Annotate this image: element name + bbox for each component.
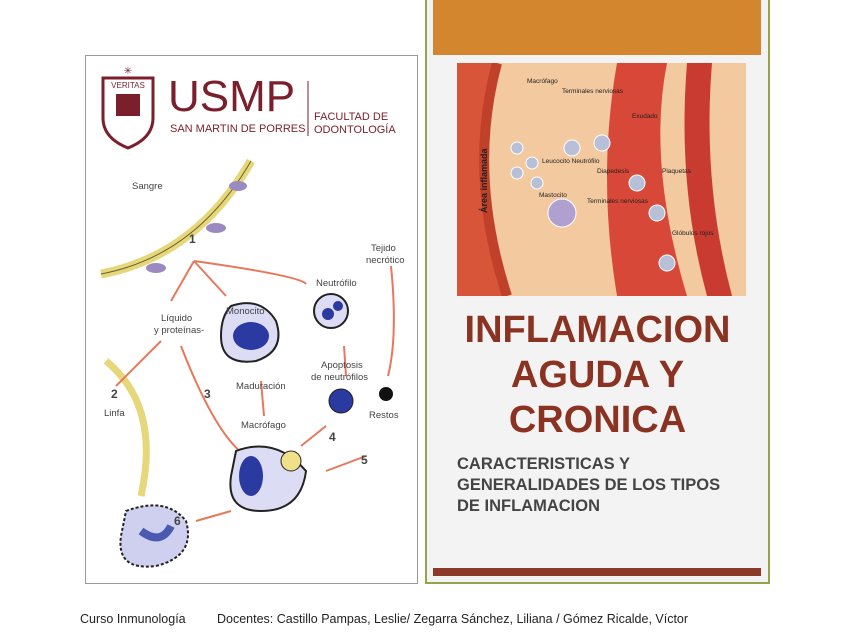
label-neutrofilo: Neutrófilo: [316, 278, 357, 289]
label-macrofago: Macrófago: [241, 420, 286, 431]
label-tejido: Tejido: [371, 243, 396, 254]
footer-course: Curso Inmunología: [80, 612, 186, 626]
svg-text:ODONTOLOGÍA: ODONTOLOGÍA: [314, 123, 396, 136]
svg-text:2: 2: [111, 387, 118, 401]
usmp-logo: VERITAS ✳ USMP SAN MARTIN DE PORRES FACU…: [101, 66, 396, 150]
label-apoptosis: Apoptosis: [321, 360, 363, 371]
svg-text:de neutrófilos: de neutrófilos: [311, 372, 368, 383]
bottom-rule: [433, 568, 761, 576]
svg-text:Área inflamada: Área inflamada: [479, 147, 489, 213]
svg-text:5: 5: [361, 453, 368, 467]
cells: [119, 293, 393, 568]
label-sangre: Sangre: [132, 181, 163, 192]
logo-name: USMP: [168, 72, 295, 121]
svg-text:4: 4: [329, 430, 336, 444]
svg-text:FACULTAD DE: FACULTAD DE: [314, 111, 388, 123]
svg-text:6: 6: [174, 514, 181, 528]
svg-text:Terminales nerviosas: Terminales nerviosas: [587, 198, 649, 205]
svg-text:✳: ✳: [124, 66, 132, 77]
slide-title: INFLAMACION AGUDA Y CRONICA: [464, 309, 731, 441]
photo-label-macrofago: Macrófago: [527, 78, 558, 85]
slide-subtitle: CARACTERISTICAS Y GENERALIDADES DE LOS T…: [457, 455, 721, 515]
label-maduracion: Maduración: [236, 381, 286, 392]
svg-text:Terminales nerviosas: Terminales nerviosas: [562, 88, 624, 95]
svg-text:Leucocito Neutrófilo: Leucocito Neutrófilo: [542, 158, 600, 165]
figure-frame: VERITAS ✳ USMP SAN MARTIN DE PORRES FACU…: [85, 55, 418, 584]
blood-vessel: [100, 158, 255, 497]
svg-text:y proteínas-: y proteínas-: [154, 325, 204, 336]
footer-teachers: Docentes: Castillo Pampas, Leslie/ Zegar…: [217, 612, 689, 626]
label-restos: Restos: [369, 410, 399, 421]
svg-text:Plaquetas: Plaquetas: [662, 168, 692, 175]
svg-text:necrótico: necrótico: [366, 255, 405, 266]
label-linfa: Linfa: [104, 408, 125, 419]
label-monocito: Monocito: [226, 306, 265, 317]
svg-text:Exudado: Exudado: [632, 113, 658, 120]
svg-text:SAN MARTIN DE PORRES: SAN MARTIN DE PORRES: [170, 123, 306, 135]
svg-text:Glóbulos rojos: Glóbulos rojos: [672, 230, 714, 237]
svg-text:3: 3: [204, 387, 211, 401]
label-1: 1: [189, 232, 196, 246]
svg-text:Mastocito: Mastocito: [539, 192, 567, 199]
inflammation-illustration: Macrófago Terminales nerviosas Exudado Á…: [457, 63, 746, 296]
accent-bar: [433, 0, 761, 55]
label-liquido: Líquido: [161, 313, 192, 324]
inflammation-diagram: VERITAS ✳ USMP SAN MARTIN DE PORRES FACU…: [100, 66, 405, 568]
svg-text:Diapedesis: Diapedesis: [597, 168, 630, 175]
svg-text:VERITAS: VERITAS: [111, 81, 145, 90]
